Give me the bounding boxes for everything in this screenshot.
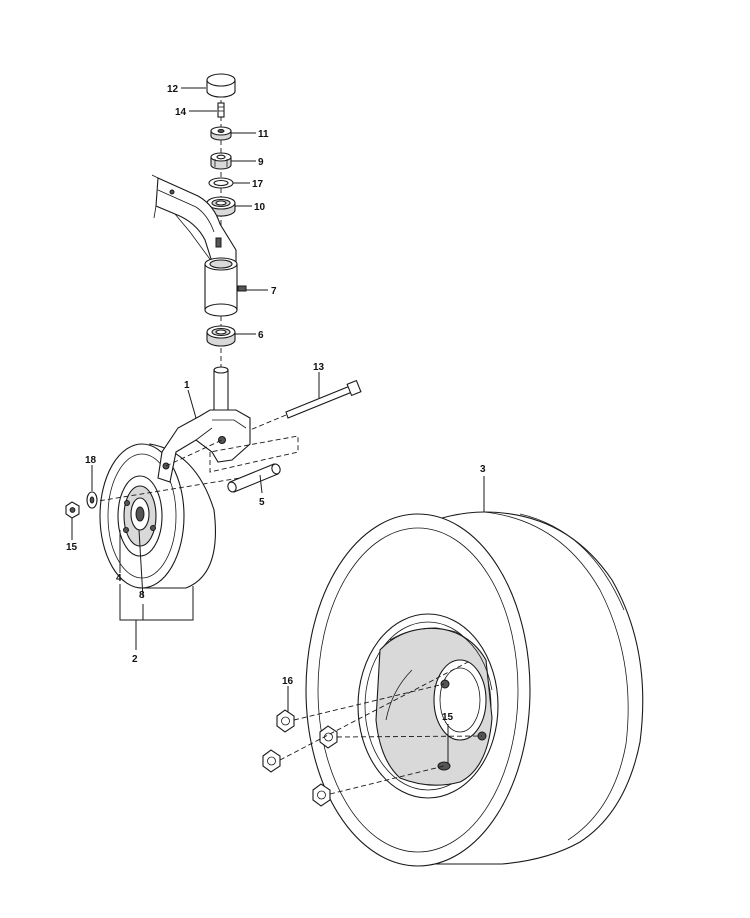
callout-4: 4 [116, 573, 122, 584]
lug-nut-4 [312, 783, 331, 807]
callout-3: 3 [480, 464, 486, 475]
part-18-washer [86, 491, 98, 509]
callout-15-caster: 15 [66, 542, 78, 553]
callout-15-drive: 15 [442, 712, 454, 723]
callout-12: 12 [167, 84, 179, 95]
callout-1: 1 [184, 380, 190, 391]
part-5-spacer-tube [227, 463, 281, 493]
callout-16: 16 [282, 676, 294, 687]
callout-11: 11 [258, 129, 269, 140]
callout-10: 10 [254, 202, 266, 213]
lug-nut-2 [319, 725, 338, 749]
part-17-washer [208, 177, 234, 189]
lug-nut-3 [262, 749, 281, 773]
part-16-lug-nuts [262, 709, 338, 807]
callout-6: 6 [258, 330, 264, 341]
callout-5: 5 [259, 497, 265, 508]
frame-arm [151, 174, 237, 263]
callout-17: 17 [252, 179, 264, 190]
part-10-upper-bearing [206, 196, 236, 217]
axle-reference-box [91, 435, 299, 503]
lug-alignment-lines [279, 661, 483, 795]
callout-13: 13 [313, 362, 325, 373]
part-11-nut [210, 126, 232, 141]
callout-7: 7 [271, 286, 277, 297]
part-15-nut-small [65, 501, 80, 519]
part-6-lower-bearing [206, 325, 236, 347]
leader-lines [71, 87, 485, 764]
part-13-axle-bolt [249, 379, 362, 431]
part-12-dust-cap [206, 73, 236, 98]
callout-8: 8 [139, 590, 145, 601]
callout-18: 18 [85, 455, 97, 466]
callout-9: 9 [258, 157, 264, 168]
part-2-caster-wheel [99, 443, 216, 589]
part-7-pivot-tube [204, 257, 247, 317]
callout-labels: 12 14 11 9 17 10 7 6 1 13 5 18 15 4 8 2 … [66, 84, 486, 723]
callout-2: 2 [132, 654, 138, 665]
lug-nut-1 [276, 709, 295, 733]
part-3-drive-wheel [305, 511, 644, 867]
part-14-grease-fitting [217, 102, 225, 118]
part-1-caster-fork [157, 366, 251, 483]
part-9-locknut [210, 152, 232, 170]
callout-14: 14 [175, 107, 187, 118]
